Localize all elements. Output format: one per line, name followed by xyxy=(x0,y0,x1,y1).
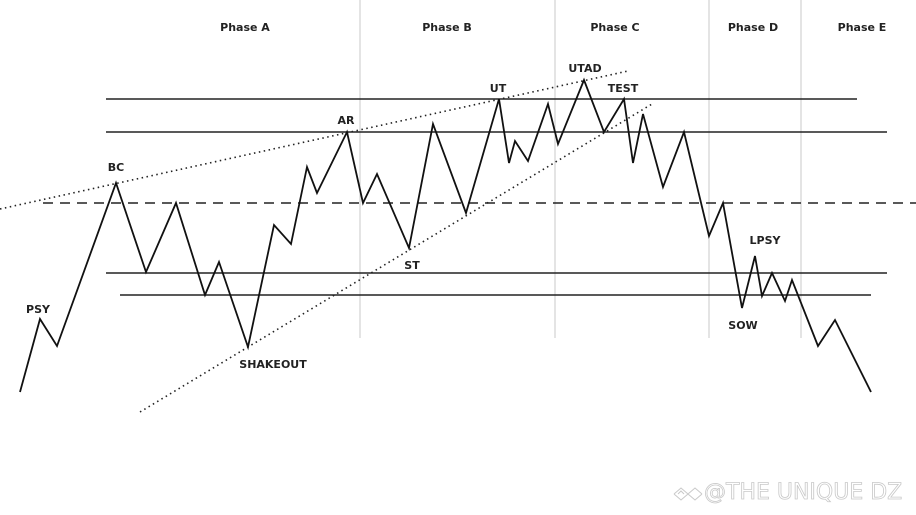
watermark-logo-icon xyxy=(673,487,703,501)
phase-dividers xyxy=(359,0,802,338)
event-labels: PSY BC AR ST SHAKEOUT UT UTAD TEST LPSY … xyxy=(26,62,781,371)
phase-labels: Phase A Phase B Phase C Phase D Phase E xyxy=(220,21,886,34)
label-lpsy: LPSY xyxy=(750,234,782,247)
label-test: TEST xyxy=(608,82,639,95)
lower-dotted-trendline xyxy=(139,103,653,413)
phase-b-label: Phase B xyxy=(422,21,472,34)
label-psy: PSY xyxy=(26,303,51,316)
price-path xyxy=(19,77,872,393)
phase-e-label: Phase E xyxy=(838,21,887,34)
label-ut: UT xyxy=(490,82,507,95)
phase-c-label: Phase C xyxy=(590,21,639,34)
trend-lines xyxy=(0,70,653,413)
phase-d-label: Phase D xyxy=(728,21,778,34)
label-bc: BC xyxy=(108,161,124,174)
upper-dotted-trendline xyxy=(0,70,629,210)
label-ar: AR xyxy=(338,114,356,127)
phase-a-label: Phase A xyxy=(220,21,270,34)
label-utad: UTAD xyxy=(568,62,601,75)
range-lines xyxy=(43,98,916,296)
label-shakeout: SHAKEOUT xyxy=(239,358,307,371)
label-sow: SOW xyxy=(728,319,757,332)
label-st: ST xyxy=(404,259,420,272)
watermark: @THE UNIQUE DZ xyxy=(704,480,903,506)
